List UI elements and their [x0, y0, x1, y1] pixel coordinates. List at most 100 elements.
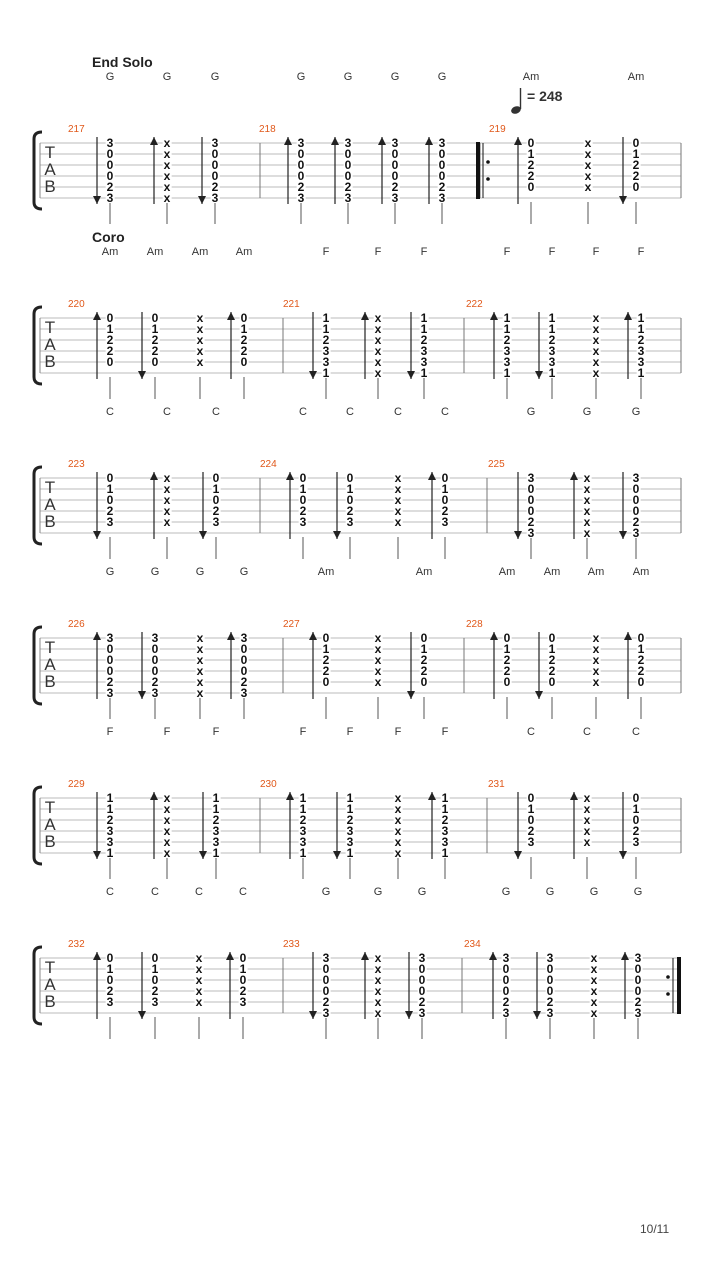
fret-number: 0: [238, 951, 248, 965]
fret-number: 1: [105, 962, 115, 976]
arrow-head-icon: [199, 531, 207, 539]
fret-number: x: [373, 344, 383, 358]
bar-number: 231: [488, 779, 505, 790]
chord-name: C: [106, 406, 114, 418]
fret-number: x: [373, 322, 383, 336]
fret-number: x: [591, 311, 601, 325]
fret-number: 3: [345, 824, 355, 838]
fret-number: 3: [440, 824, 450, 838]
chord-name: F: [394, 726, 402, 738]
tab-clef-letter: T: [44, 798, 56, 817]
fret-number: 3: [501, 951, 511, 965]
arrow-head-icon: [535, 371, 543, 379]
chord-name: C: [346, 406, 354, 418]
fret-number: x: [591, 653, 601, 667]
fret-number: 3: [437, 191, 447, 205]
fret-number: 0: [239, 653, 249, 667]
fret-number: 0: [437, 169, 447, 183]
fret-number: 1: [211, 482, 221, 496]
fret-number: 3: [631, 526, 641, 540]
arrow-head-icon: [570, 792, 578, 800]
chord-name: G: [631, 406, 641, 418]
fret-number: x: [373, 951, 383, 965]
tab-clef-letter: B: [44, 672, 56, 691]
fret-number: 2: [526, 515, 536, 529]
chord-name: G: [343, 71, 353, 83]
fret-number: 0: [417, 973, 427, 987]
fret-number: 2: [105, 675, 115, 689]
fret-number: 1: [526, 802, 536, 816]
fret-number: 0: [150, 973, 160, 987]
fret-number: x: [393, 846, 403, 860]
fret-number: 3: [345, 515, 355, 529]
chord-name: F: [374, 246, 382, 258]
system-bracket: [32, 625, 43, 706]
chord-name: Am: [627, 71, 645, 83]
fret-number: x: [393, 791, 403, 805]
fret-number: x: [582, 824, 592, 838]
bar-number: 219: [489, 124, 506, 135]
fret-number: 0: [296, 158, 306, 172]
chord-name: Am: [146, 246, 164, 258]
fret-number: x: [373, 962, 383, 976]
fret-number: 0: [390, 169, 400, 183]
fret-number: 0: [105, 169, 115, 183]
fret-number: 0: [502, 631, 512, 645]
fret-number: x: [393, 515, 403, 529]
fret-number: 2: [636, 333, 646, 347]
system-bracket: [32, 785, 43, 866]
fret-number: x: [195, 664, 205, 678]
fret-number: 2: [631, 169, 641, 183]
fret-number: 0: [501, 962, 511, 976]
fret-number: 0: [633, 973, 643, 987]
arrow-head-icon: [407, 691, 415, 699]
fret-number: x: [582, 482, 592, 496]
fret-number: 3: [105, 191, 115, 205]
fret-number: x: [195, 322, 205, 336]
fret-number: 0: [526, 504, 536, 518]
arrow-head-icon: [333, 531, 341, 539]
arrow-head-icon: [621, 952, 629, 960]
fret-number: 3: [343, 191, 353, 205]
arrow-head-icon: [619, 196, 627, 204]
arrow-head-icon: [93, 196, 101, 204]
fret-number: 0: [105, 951, 115, 965]
fret-number: x: [582, 526, 592, 540]
fret-number: x: [373, 995, 383, 1009]
fret-number: 1: [105, 802, 115, 816]
fret-number: x: [162, 813, 172, 827]
fret-number: x: [582, 493, 592, 507]
chord-name: Am: [415, 566, 433, 578]
fret-number: 3: [343, 136, 353, 150]
fret-number: 2: [345, 813, 355, 827]
fret-number: 0: [210, 169, 220, 183]
fret-number: 0: [419, 675, 429, 689]
fret-number: 0: [440, 493, 450, 507]
fret-number: 2: [547, 664, 557, 678]
fret-number: 3: [211, 835, 221, 849]
fret-number: 0: [105, 493, 115, 507]
arrow-head-icon: [93, 312, 101, 320]
fret-number: 0: [105, 147, 115, 161]
arrow-head-icon: [514, 851, 522, 859]
chord-name: C: [195, 886, 203, 898]
fret-number: 0: [343, 169, 353, 183]
arrow-head-icon: [533, 1011, 541, 1019]
fret-number: 0: [631, 791, 641, 805]
chord-name: G: [390, 71, 400, 83]
fret-number: 3: [239, 631, 249, 645]
arrow-head-icon: [428, 472, 436, 480]
fret-number: 1: [502, 642, 512, 656]
chord-name: G: [296, 71, 306, 83]
arrow-head-icon: [93, 531, 101, 539]
fret-number: 3: [150, 631, 160, 645]
fret-number: 3: [502, 344, 512, 358]
bar-number: 232: [68, 939, 85, 950]
fret-number: 3: [390, 136, 400, 150]
fret-number: x: [194, 962, 204, 976]
fret-number: 2: [298, 504, 308, 518]
fret-number: 0: [321, 675, 331, 689]
fret-number: 1: [321, 366, 331, 380]
chord-name: G: [195, 566, 205, 578]
